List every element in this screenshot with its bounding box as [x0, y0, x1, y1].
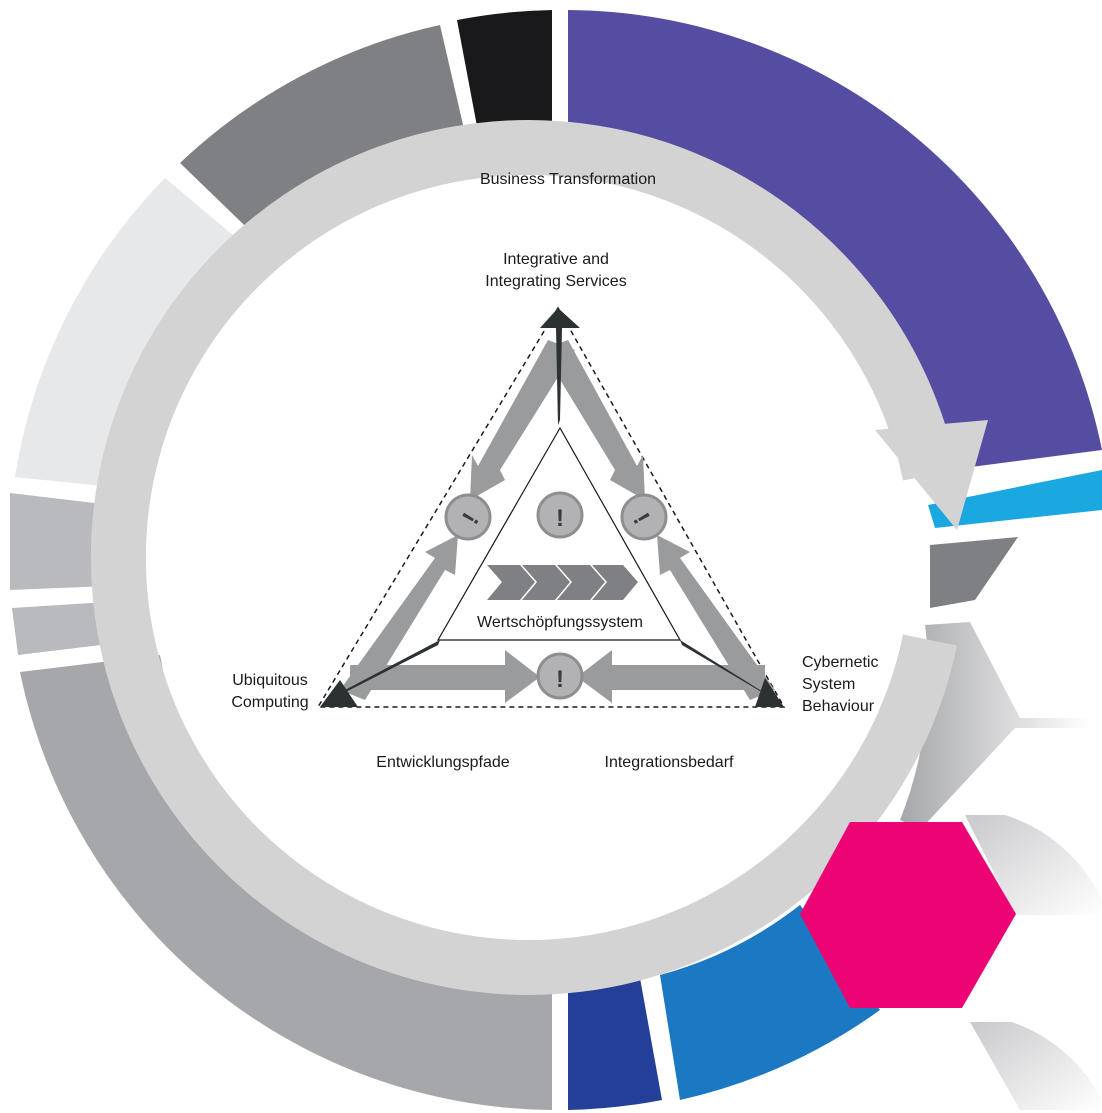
center-label: Wertschöpfungssystem — [477, 614, 643, 631]
business-transformation-ring: Business Transformation — [90, 120, 988, 995]
magenta-hexagon — [800, 822, 1016, 1008]
needle-top — [556, 328, 562, 425]
arrow-bottom-to-center-left — [350, 650, 540, 703]
marker-right: ! — [620, 493, 668, 541]
needle-left — [330, 640, 440, 700]
vertex-label-top: Integrative and Integrating Services — [485, 251, 626, 290]
segment-purple — [568, 10, 1102, 470]
triangle-system: Wertschöpfungssystem ! ! ! ! — [316, 306, 786, 708]
arrow-top-to-left — [470, 340, 575, 500]
marker-bottom: ! — [536, 652, 584, 700]
needle-right — [680, 640, 775, 700]
arrow-bottom-to-center-right — [577, 650, 765, 703]
svg-text:Behaviour: Behaviour — [802, 698, 875, 715]
segment-dark-gray-right — [930, 537, 1018, 608]
segment-dark-gray-top — [180, 25, 470, 250]
svg-text:Ubiquitous: Ubiquitous — [232, 672, 308, 689]
svg-text:!: ! — [556, 666, 564, 693]
value-chain-chevrons — [487, 565, 638, 600]
faded-hexagon-shapes — [965, 815, 1102, 1110]
marker-left: ! — [444, 493, 492, 541]
ring-label: Business Transformation — [480, 171, 656, 188]
vertex-tips — [320, 308, 784, 707]
arrow-left-up — [340, 535, 458, 700]
svg-text:Computing: Computing — [231, 694, 308, 711]
vertex-label-left: Ubiquitous Computing — [231, 672, 308, 711]
chevron-1 — [487, 565, 535, 600]
svg-text:!: ! — [556, 505, 564, 532]
arrow-right-up — [657, 535, 775, 700]
tip-right — [755, 678, 784, 707]
ring-band — [90, 120, 957, 995]
label-integrationsbedarf: Integrationsbedarf — [605, 754, 735, 771]
svg-text:Integrating Services: Integrating Services — [485, 273, 626, 290]
edge-arrows — [340, 340, 775, 703]
marker-center: ! — [536, 491, 584, 539]
segment-black — [457, 10, 552, 153]
segment-cyan — [928, 470, 1102, 528]
tip-left — [320, 680, 358, 707]
arrow-top-to-right — [542, 340, 645, 500]
label-entwicklungspfade: Entwicklungspfade — [376, 754, 510, 771]
chevron-2 — [522, 565, 570, 600]
faded-shape-upper — [965, 815, 1102, 915]
segment-pale-gray — [15, 178, 265, 490]
tip-top — [540, 308, 580, 328]
segment-navy — [568, 978, 662, 1110]
svg-text:Cybernetic: Cybernetic — [802, 654, 878, 671]
chevron-4 — [592, 565, 638, 600]
vertex-label-right: Cybernetic System Behaviour — [802, 654, 878, 715]
svg-text:System: System — [802, 676, 855, 693]
chevron-3 — [557, 565, 605, 600]
svg-text:Integrative and: Integrative and — [503, 251, 609, 268]
faded-shape-lower — [970, 1022, 1102, 1110]
ring-arrowhead — [875, 420, 988, 530]
